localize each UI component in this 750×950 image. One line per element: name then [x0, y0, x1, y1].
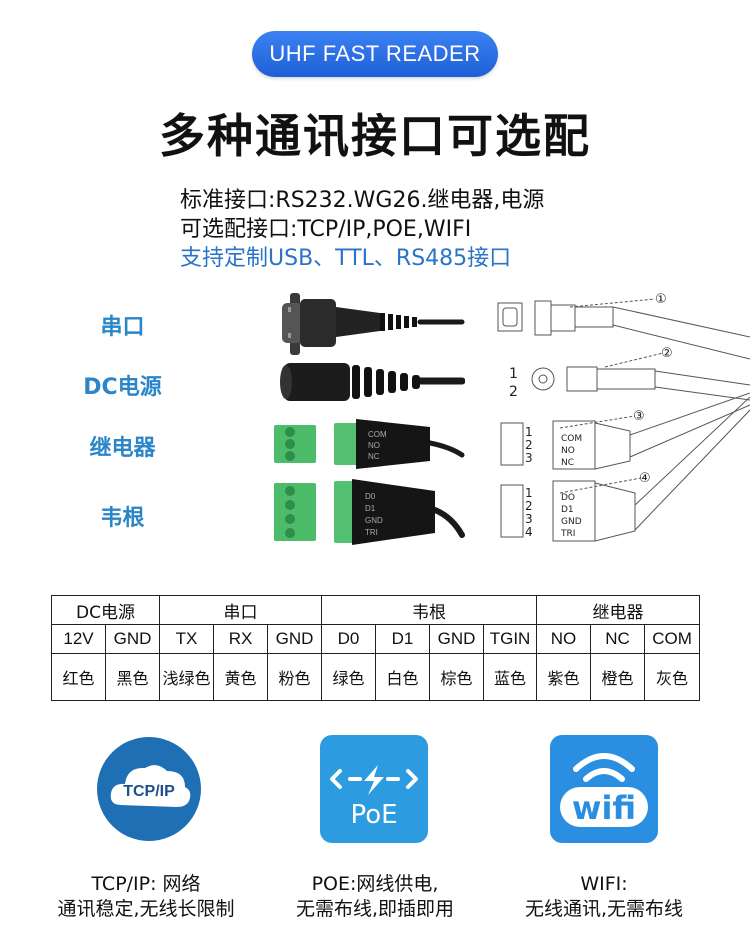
relay-num-2: 2 [525, 438, 533, 452]
db9-connector-image [282, 293, 417, 355]
relay-terminal-image: COM NO NC [274, 419, 430, 469]
wiegand-pin-d0: D0 [365, 492, 376, 501]
dc-pin-2: 2 [509, 384, 518, 400]
product-badge: UHF FAST READER [252, 31, 498, 77]
wire-color-cell: 棕色 [429, 653, 485, 701]
feature-caption-line: 无需布线,即插即用 [295, 898, 455, 920]
wiegand-pin-tri: TRI [365, 528, 378, 537]
table-group-row: DC电源 串口 韦根 继电器 [51, 595, 701, 625]
connector-photos: COM NO NC D0 D1 GND TRI [274, 293, 465, 545]
feature-caption-line: 无线通讯,无需布线 [524, 898, 684, 920]
callout-3: ③ [633, 409, 645, 424]
wiegand-num-2: 2 [525, 499, 533, 513]
pin-cell: GND [105, 624, 160, 654]
wire-color-cell: 紫色 [536, 653, 592, 701]
wire-color-cell: 橙色 [590, 653, 646, 701]
relay-label-no: NO [561, 446, 575, 456]
label-wiegand: 韦根 [100, 506, 145, 531]
wiegand-num-4: 4 [525, 525, 533, 539]
wiegand-label-d1: D1 [561, 505, 574, 515]
label-relay: 继电器 [89, 436, 156, 461]
wiegand-num-1: 1 [525, 486, 533, 500]
pin-cell: NO [536, 624, 592, 654]
wire-color-cell: 蓝色 [483, 653, 538, 701]
group-dc-power: DC电源 [51, 595, 160, 625]
callout-2: ② [661, 346, 673, 361]
wire-color-cell: 红色 [51, 653, 106, 701]
pin-cell: 12V [51, 624, 106, 654]
feature-caption-line: TCP/IP: 网络 [91, 873, 201, 895]
wiegand-num-3: 3 [525, 512, 533, 526]
pin-cell: D1 [375, 624, 431, 654]
dc-pin-1: 1 [509, 366, 518, 382]
tcp-ip-icon-text: TCP/IP [123, 783, 175, 800]
relay-pin-com: COM [368, 430, 387, 439]
page-title: 多种通讯接口可选配 [159, 109, 591, 163]
intro-line-custom: 支持定制USB、TTL、RS485接口 [180, 246, 512, 271]
feature-caption-tcp-ip: TCP/IP: 网络 通讯稳定,无线长限制 [16, 872, 276, 922]
relay-label-nc: NC [561, 458, 574, 468]
intro-line-standard: 标准接口:RS232.WG26.继电器,电源 [180, 188, 545, 213]
wiegand-pin-gnd: GND [365, 516, 383, 525]
group-serial: 串口 [158, 595, 323, 625]
wire-color-cell: 灰色 [644, 653, 701, 701]
feature-caption-line: 通讯稳定,无线长限制 [57, 898, 235, 920]
intro-line-optional: 可选配接口:TCP/IP,POE,WIFI [180, 217, 472, 242]
wifi-icon-text: wifi [572, 789, 636, 827]
pin-cell: NC [590, 624, 646, 654]
wiegand-label-do: DO [561, 493, 575, 503]
pin-cell: COM [644, 624, 701, 654]
feature-caption-line: WIFI: [580, 873, 628, 895]
group-wiegand: 韦根 [321, 595, 538, 625]
feature-caption-wifi: WIFI: 无线通讯,无需布线 [474, 872, 734, 922]
wire-color-cell: 白色 [375, 653, 431, 701]
wiegand-label-tri: TRI [560, 529, 575, 539]
wiegand-terminal-image: D0 D1 GND TRI [274, 479, 435, 545]
wire-color-cell: 黄色 [213, 653, 268, 701]
interface-intro: 标准接口:RS232.WG26.继电器,电源 可选配接口:TCP/IP,POE,… [180, 186, 544, 273]
poe-icon: PoE [320, 735, 428, 843]
pin-cell: TX [159, 624, 214, 654]
pin-cell: D0 [321, 624, 377, 654]
relay-pin-nc: NC [368, 452, 380, 461]
label-serial: 串口 [100, 315, 145, 340]
callout-1: ① [655, 292, 667, 307]
wiegand-pin-d1: D1 [365, 504, 376, 513]
wiring-diagram: ① ② ③ ④ 1 2 1 2 3 COM NO NC 1 2 3 4 DO D… [497, 292, 750, 542]
label-dc-power: DC电源 [83, 375, 162, 400]
wire-color-cell: 黑色 [105, 653, 160, 701]
table-color-row: 红色黑色浅绿色黄色粉色绿色白色棕色蓝色紫色橙色灰色 [51, 653, 701, 701]
relay-label-com: COM [561, 434, 582, 444]
group-relay: 继电器 [536, 595, 701, 625]
relay-pin-no: NO [368, 441, 380, 450]
pin-cell: TGIN [483, 624, 538, 654]
relay-num-3: 3 [525, 451, 533, 465]
dc-jack-image [280, 363, 420, 401]
wifi-icon: wifi [550, 735, 658, 843]
feature-caption-poe: POE:网线供电, 无需布线,即插即用 [245, 872, 505, 922]
tcp-ip-cloud-icon: TCP/IP [97, 737, 201, 841]
wire-color-cell: 绿色 [321, 653, 377, 701]
poe-icon-text: PoE [350, 800, 397, 830]
wire-color-cell: 粉色 [266, 653, 323, 701]
wire-color-cell: 浅绿色 [159, 653, 214, 701]
pin-cell: GND [429, 624, 485, 654]
relay-num-1: 1 [525, 425, 533, 439]
pin-cell: RX [213, 624, 268, 654]
callout-4: ④ [639, 471, 651, 486]
wiegand-label-gnd: GND [561, 517, 582, 527]
feature-caption-line: POE:网线供电, [311, 873, 439, 895]
pin-cell: GND [266, 624, 323, 654]
